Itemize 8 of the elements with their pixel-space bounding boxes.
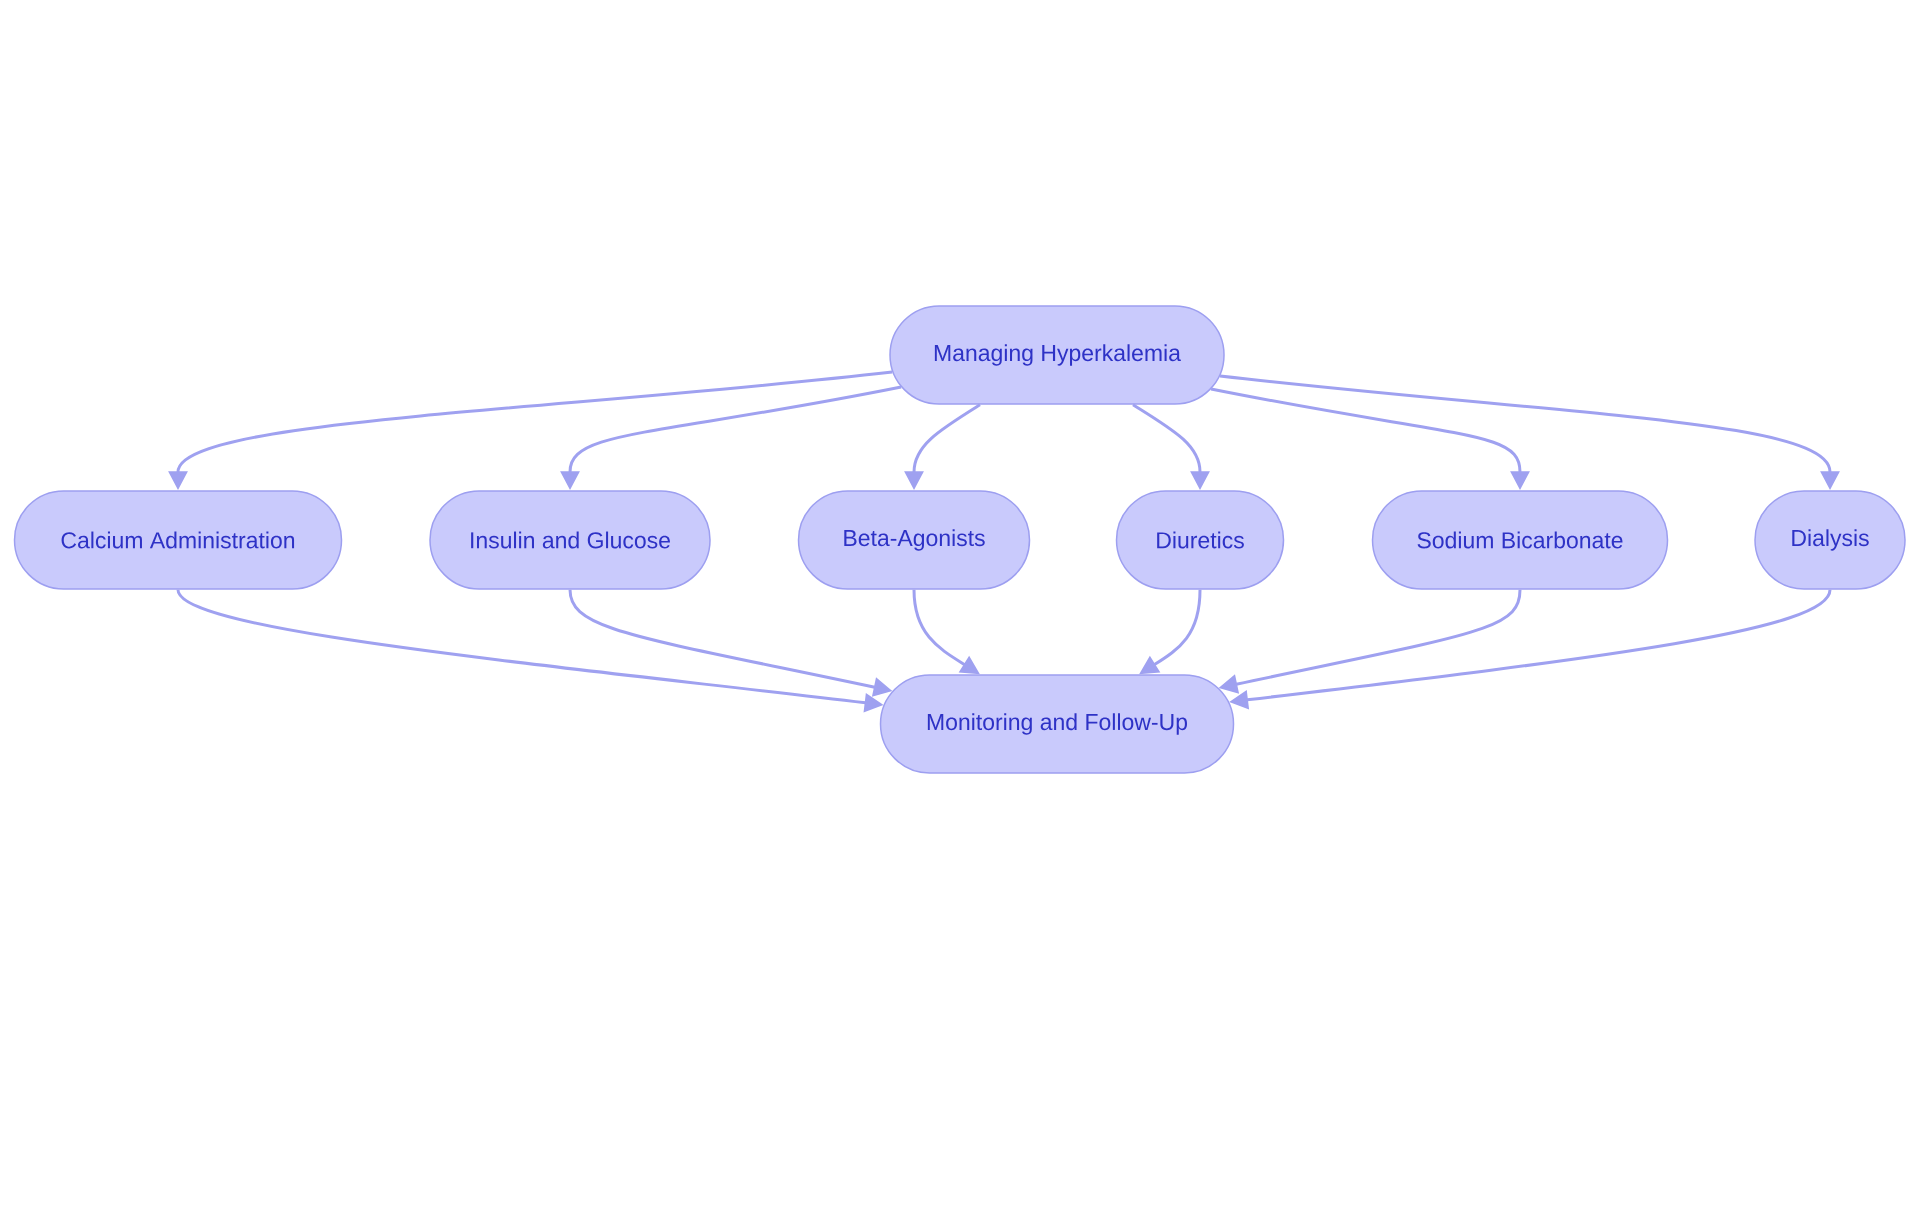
- process-box: Managing Hyperkalemia: [889, 305, 1225, 405]
- process-box: Calcium Administration: [13, 490, 343, 590]
- process-box: Insulin and Glucose: [429, 490, 711, 590]
- process-box: Diuretics: [1115, 490, 1285, 590]
- process-box: Monitoring and Follow-Up: [879, 674, 1235, 774]
- process-box: Beta-Agonists: [797, 490, 1031, 590]
- process-box: Sodium Bicarbonate: [1371, 490, 1669, 590]
- process-box: Dialysis: [1754, 490, 1906, 590]
